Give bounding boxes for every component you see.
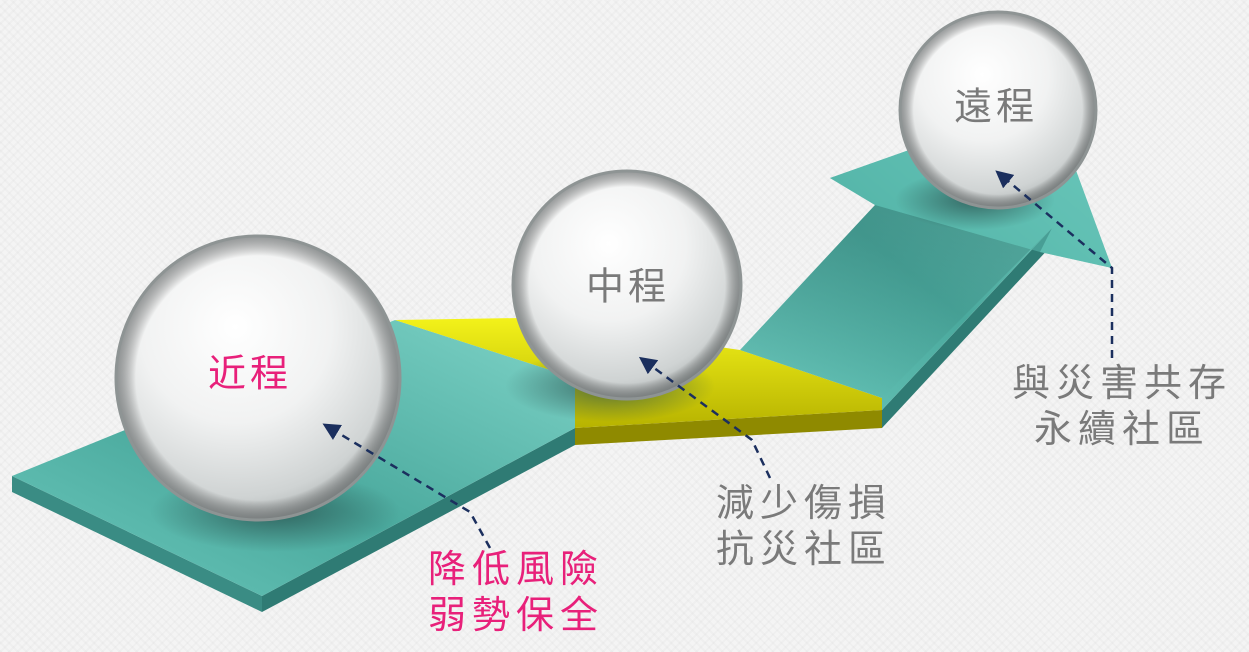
- stage-desc-mid-line-1: 減少傷損: [716, 481, 893, 525]
- stage-desc-near: 降低風險 弱勢保全: [428, 546, 604, 638]
- stage-title-near: 近程: [207, 351, 293, 396]
- stage-desc-near-line-2: 弱勢保全: [428, 593, 605, 637]
- stage-desc-mid-line-2: 抗災社區: [716, 527, 893, 571]
- connector-mid: [638, 356, 772, 479]
- sphere-near: [114, 234, 402, 522]
- stage-desc-far-line-1: 與災害共存: [1011, 361, 1232, 405]
- connector-far: [995, 170, 1114, 358]
- stage-title-far: 遠程: [953, 84, 1039, 129]
- sphere-far: [898, 10, 1098, 210]
- stage-desc-far-line-2: 永續社區: [1033, 407, 1210, 451]
- sphere-mid: [511, 169, 743, 401]
- stage-title-mid: 中程: [585, 264, 671, 309]
- stage-desc-near-line-1: 降低風險: [428, 547, 605, 591]
- stage-desc-far: 與災害共存 永續社區: [1006, 360, 1238, 452]
- stage-desc-mid: 減少傷損 抗災社區: [716, 480, 892, 572]
